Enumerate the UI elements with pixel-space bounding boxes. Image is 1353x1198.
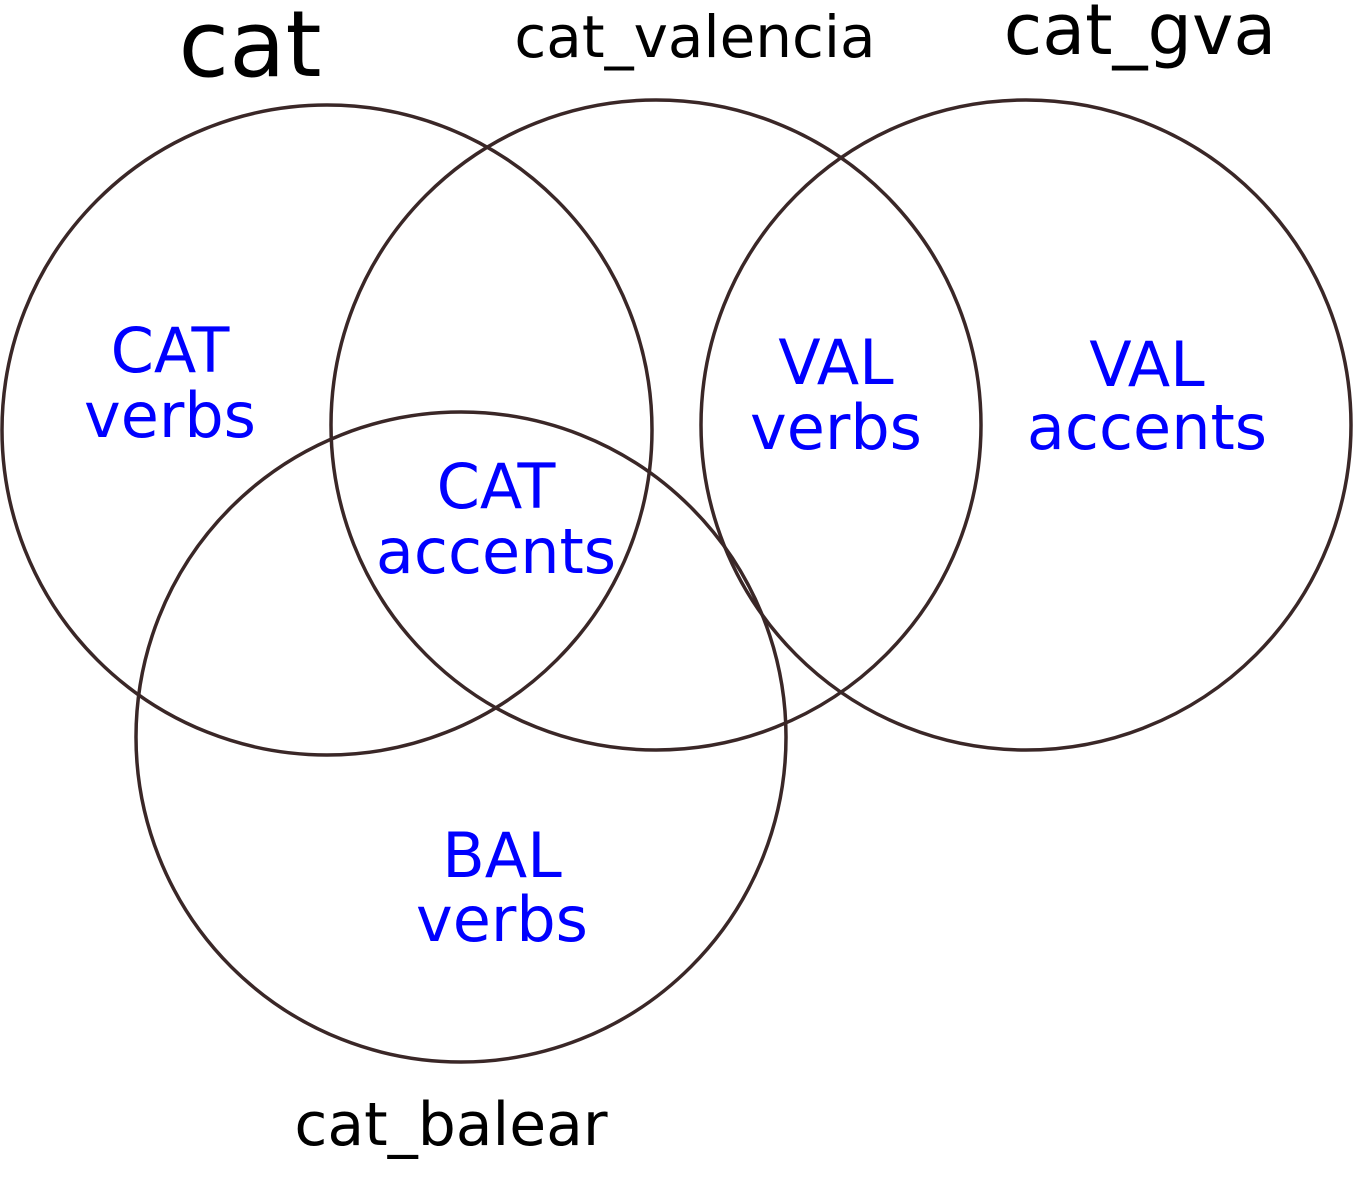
set-label-cat-balear: cat_balear [294, 1090, 607, 1160]
region-label-cat-accents-line1: CAT [437, 450, 557, 523]
region-label-bal-verbs-line1: BAL [442, 819, 562, 892]
set-label-cat-gva: cat_gva [1004, 0, 1277, 71]
set-circle-cat-valencia [329, 98, 983, 752]
set-circle-cat-gva [699, 98, 1353, 752]
region-label-cat-accents-line2: accents [376, 515, 616, 588]
region-label-val-accents-line1: VAL [1089, 328, 1205, 401]
set-label-cat: cat [178, 0, 321, 98]
region-label-val-verbs-line2: verbs [750, 391, 922, 464]
region-label-cat-verbs-line1: CAT [111, 314, 231, 387]
set-circle-cat [0, 103, 654, 757]
set-circle-cat-balear [134, 410, 788, 1064]
region-label-val-verbs-line1: VAL [778, 326, 894, 399]
region-label-cat-verbs-line2: verbs [84, 379, 256, 452]
region-label-bal-verbs-line2: verbs [416, 883, 588, 956]
set-label-cat-valencia: cat_valencia [514, 3, 875, 71]
region-label-val-accents-line2: accents [1027, 391, 1267, 464]
